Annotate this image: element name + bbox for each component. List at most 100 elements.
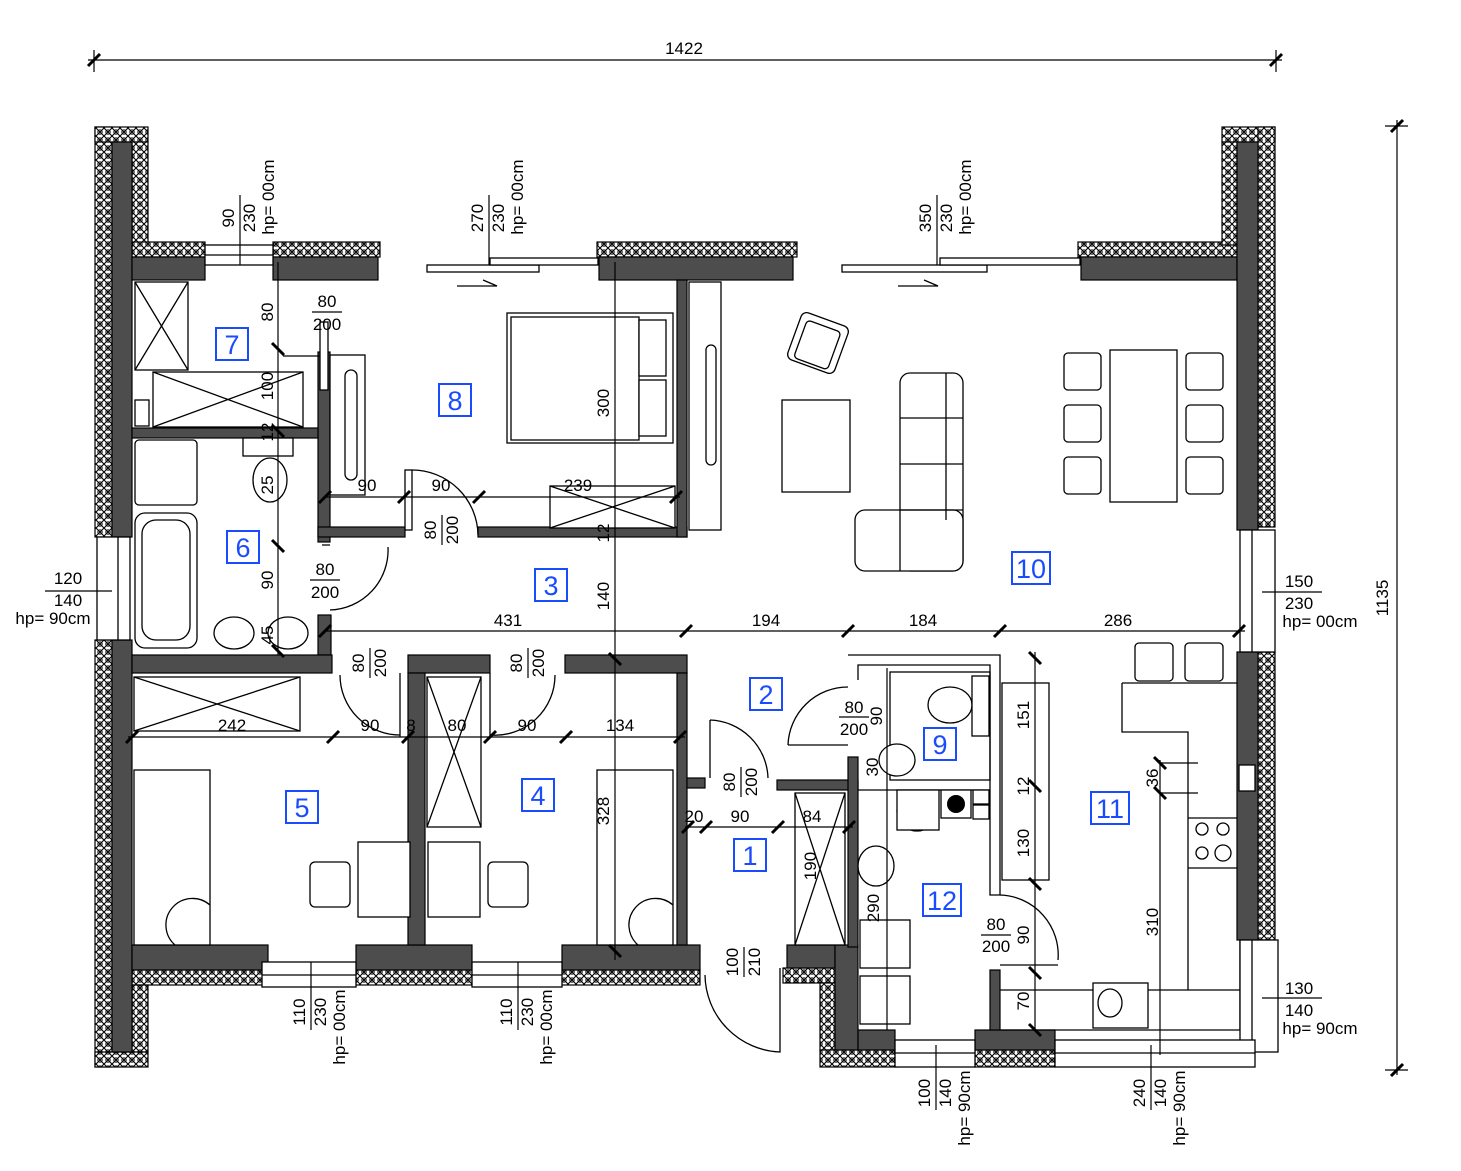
svg-text:12: 12 [927, 886, 957, 916]
room-label-8: 8 [438, 383, 472, 417]
door-height: 200 [840, 720, 868, 739]
doors [283, 321, 1059, 1053]
dimension-label: 12 [258, 423, 277, 442]
dimension-label: 239 [564, 476, 592, 495]
dimension-label: 25 [258, 476, 277, 495]
dimension-label: 290 [864, 894, 883, 922]
window-labels: 90 230 hp= 00cm 270 230 hp= 00cm 350 230… [15, 159, 1357, 1145]
entry-door-width: 100 [723, 948, 742, 976]
dimension-label: 242 [218, 716, 246, 735]
svg-text:1: 1 [742, 841, 757, 871]
dimension-label: 84 [803, 807, 822, 826]
dimension-label: 431 [494, 611, 522, 630]
window-width: 270 [468, 204, 487, 232]
dimension-label: 90 [867, 707, 886, 726]
svg-text:6: 6 [235, 533, 250, 563]
room-label-10: 10 [1011, 551, 1051, 585]
door-height: 200 [529, 649, 548, 677]
dimension-label: 140 [594, 582, 613, 610]
window-width: 120 [54, 569, 82, 588]
room-label-5: 5 [285, 790, 319, 824]
dimension-label: 36 [1143, 769, 1162, 788]
door-height: 200 [313, 315, 341, 334]
window-sill-height: hp= 00cm [508, 159, 527, 234]
door-width: 80 [987, 915, 1006, 934]
dimension-label: 45 [258, 626, 277, 645]
window-height: 140 [1151, 1079, 1170, 1107]
door-width: 80 [507, 654, 526, 673]
window-width: 350 [916, 204, 935, 232]
window-height: 230 [240, 204, 259, 232]
window-height: 230 [937, 204, 956, 232]
hob-icon [1195, 822, 1232, 862]
svg-text:4: 4 [530, 781, 545, 811]
door-height: 200 [742, 768, 761, 796]
windows [96, 244, 1279, 1068]
svg-text:8: 8 [447, 386, 462, 416]
armchair [786, 311, 850, 375]
svg-text:3: 3 [543, 571, 558, 601]
room-label-12: 12 [922, 883, 962, 917]
dimension-label: 90 [518, 716, 537, 735]
dimension-label: 310 [1143, 908, 1162, 936]
window-height: 230 [311, 998, 330, 1026]
room-label-2: 2 [749, 677, 783, 711]
toilet-9 [927, 686, 973, 724]
door-labels: 80 200 80 200 80 200 80 200 80 200 80 20… [310, 292, 1011, 977]
window-sill-height: hp= 90cm [15, 609, 90, 628]
window-height: 230 [518, 998, 537, 1026]
window-width: 90 [219, 209, 238, 228]
furniture [133, 281, 1256, 1029]
room-label-4: 4 [521, 778, 555, 812]
window-sill-height: hp= 00cm [956, 159, 975, 234]
dimension-label: 80 [258, 303, 277, 322]
svg-text:7: 7 [224, 330, 239, 360]
svg-text:9: 9 [932, 730, 947, 760]
door-width: 80 [720, 773, 739, 792]
bed-4 [596, 769, 674, 946]
window-width: 110 [497, 998, 516, 1025]
room-label-7: 7 [215, 327, 249, 361]
dimension-label: 8 [406, 716, 415, 735]
dimension-label: 100 [258, 372, 277, 400]
dimension-label: 194 [752, 611, 780, 630]
door-width: 80 [316, 560, 335, 579]
dimension-label: 130 [1014, 829, 1033, 857]
window-width: 240 [1130, 1079, 1149, 1107]
door-width: 80 [421, 521, 440, 540]
window-height: 140 [936, 1079, 955, 1107]
window-sill-height: hp= 90cm [955, 1070, 974, 1145]
dimension-label: 328 [594, 797, 613, 825]
window-sill-height: hp= 00cm [537, 989, 556, 1064]
window-sill-height: hp= 90cm [1170, 1070, 1189, 1145]
dimension-label: 151 [1014, 701, 1033, 729]
dimension-label: 286 [1104, 611, 1132, 630]
dining-table [1109, 349, 1178, 503]
dimension-label: 80 [448, 716, 467, 735]
dimension-label: 90 [432, 476, 451, 495]
dimension-label: 184 [909, 611, 937, 630]
door-height: 200 [371, 649, 390, 677]
insulation-layer [94, 126, 1276, 1068]
dimension-label: 134 [606, 716, 634, 735]
room-label-6: 6 [226, 530, 260, 564]
door-height: 200 [443, 516, 462, 544]
window-width: 130 [1285, 979, 1313, 998]
dimension-label: 90 [361, 716, 380, 735]
door-height: 200 [982, 937, 1010, 956]
room-label-9: 9 [923, 727, 957, 761]
svg-text:10: 10 [1016, 554, 1046, 584]
window-sill-height: hp= 90cm [1282, 1019, 1357, 1038]
dimension-label: 30 [863, 758, 882, 777]
bed-5 [133, 769, 211, 946]
dimension-labels: 80 100 12 25 90 45 90 90 239 300 12 140 … [218, 303, 1162, 1011]
svg-text:5: 5 [294, 793, 309, 823]
corner-sofa [854, 372, 964, 572]
overall-width-label: 1422 [665, 39, 703, 58]
window-width: 100 [915, 1079, 934, 1107]
overall-width-dimension: 1422 [86, 39, 1284, 72]
window-height: 140 [54, 591, 82, 610]
coffee-table [781, 399, 851, 493]
walls [111, 141, 1259, 1053]
